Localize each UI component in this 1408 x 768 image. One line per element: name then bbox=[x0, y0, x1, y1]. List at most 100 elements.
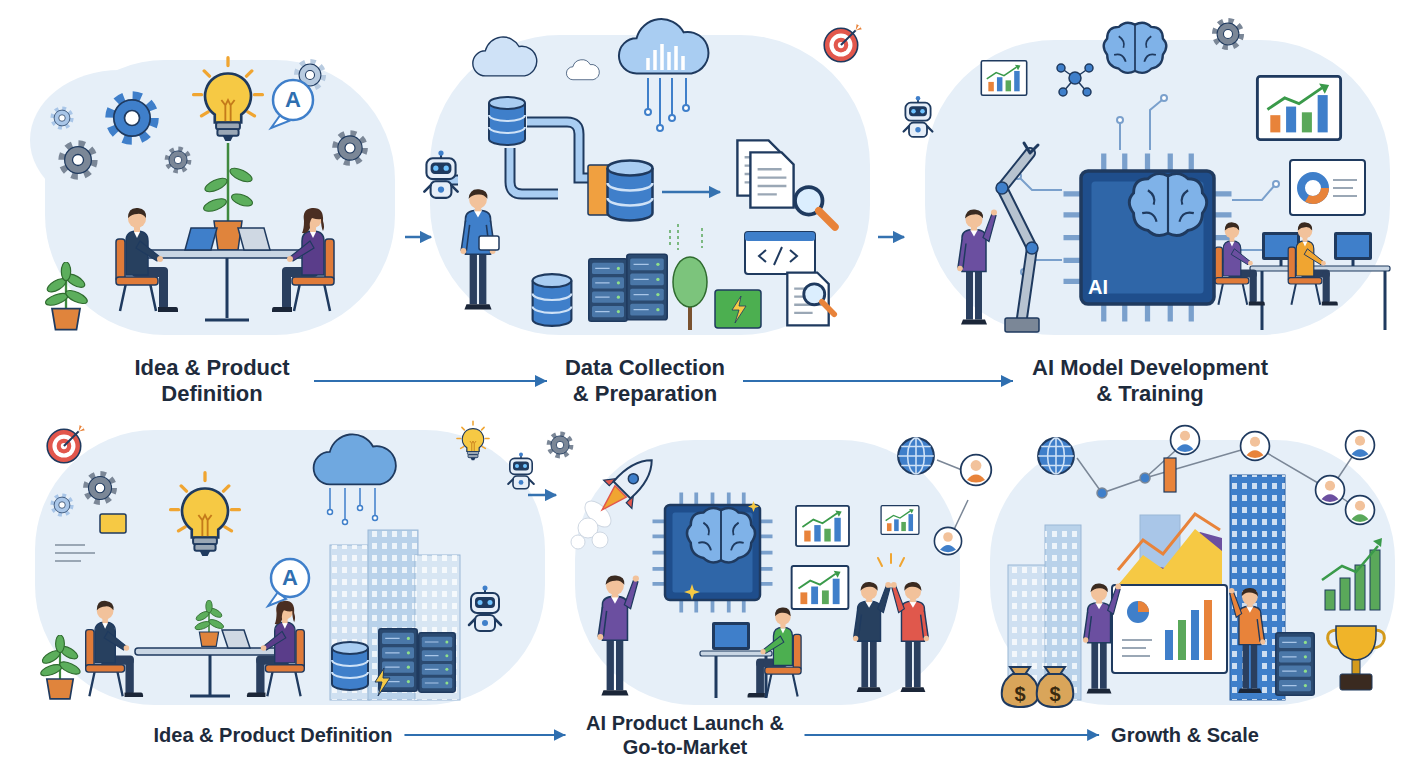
gear-icon bbox=[62, 144, 93, 175]
robot-icon bbox=[508, 452, 534, 488]
work-desk bbox=[1334, 232, 1372, 260]
chart-window bbox=[1257, 76, 1340, 139]
caption-text: AI Product Launch & Go-to-Market bbox=[578, 711, 793, 759]
seated-woman bbox=[272, 208, 334, 312]
code-window bbox=[745, 232, 815, 274]
database-icon bbox=[489, 97, 525, 145]
smoke bbox=[571, 535, 585, 549]
data-lines bbox=[683, 105, 689, 111]
caption-text: AI Model Development & Training bbox=[1025, 355, 1275, 408]
laptop bbox=[185, 228, 217, 250]
gear-icon bbox=[549, 434, 570, 455]
user-icon bbox=[1346, 496, 1375, 525]
model-scene bbox=[824, 21, 1390, 332]
step-caption: Data Collection & Preparation bbox=[547, 351, 743, 412]
cloud-icon bbox=[473, 37, 537, 76]
cloud-icon bbox=[314, 434, 396, 484]
laptop bbox=[185, 228, 270, 250]
gear-icon bbox=[86, 474, 113, 501]
growth-area-chart bbox=[1118, 529, 1222, 585]
smoke bbox=[571, 518, 608, 549]
idea-scene bbox=[39, 421, 570, 700]
currency-symbol: $ bbox=[1014, 684, 1025, 705]
panel-arrow bbox=[528, 494, 556, 497]
target-icon bbox=[47, 425, 85, 463]
chart-icon bbox=[796, 506, 849, 546]
lightning-bolt bbox=[375, 668, 390, 696]
presenting-person bbox=[1083, 583, 1121, 693]
bubble-letter: A bbox=[282, 565, 298, 590]
sprout bbox=[214, 221, 242, 250]
meeting-table bbox=[205, 258, 249, 320]
donut-window bbox=[1290, 160, 1365, 215]
step-caption: AI Model Development & Training bbox=[1013, 351, 1287, 412]
sprout bbox=[203, 175, 229, 194]
magnifier-icon bbox=[804, 284, 834, 314]
presentation-board bbox=[1112, 585, 1227, 673]
currency-symbol: $ bbox=[1014, 683, 1025, 705]
data-lines bbox=[669, 115, 675, 121]
tree bbox=[673, 257, 707, 307]
high-five-man bbox=[853, 582, 891, 692]
step-caption: Idea & Product Definition bbox=[110, 351, 314, 412]
code-window bbox=[759, 247, 797, 265]
step-caption: AI Product Launch & Go-to-Market bbox=[566, 707, 805, 763]
chart-icon bbox=[792, 566, 849, 609]
presentation-board bbox=[1127, 601, 1149, 623]
caption-text: Data Collection & Preparation bbox=[559, 355, 731, 408]
data-scene bbox=[424, 19, 835, 330]
magnifier-icon bbox=[795, 187, 835, 227]
robot-arm bbox=[996, 182, 1008, 194]
potted-plant bbox=[39, 635, 81, 699]
panel-arrow bbox=[878, 236, 904, 239]
target-icon bbox=[824, 24, 862, 62]
data-lines bbox=[358, 506, 363, 511]
city-buildings bbox=[415, 555, 460, 700]
robot-arm bbox=[1002, 153, 1032, 318]
background-blob bbox=[35, 430, 545, 705]
flow-connector bbox=[743, 380, 1013, 382]
bubble-letter: A bbox=[285, 87, 301, 112]
laptop bbox=[238, 228, 270, 250]
rocket bbox=[613, 452, 660, 499]
background-blob bbox=[430, 35, 870, 335]
ai-chip bbox=[1064, 154, 1232, 322]
seated-man bbox=[86, 601, 143, 697]
network-lines bbox=[1077, 442, 1360, 510]
gear-icon bbox=[336, 134, 365, 163]
network-icon bbox=[1085, 64, 1093, 72]
growth-bars bbox=[1373, 538, 1382, 547]
high-five-woman bbox=[891, 582, 929, 692]
tree bbox=[670, 224, 707, 330]
database-icon bbox=[332, 642, 368, 690]
work-desk bbox=[1337, 235, 1369, 257]
city-buildings bbox=[330, 545, 370, 700]
robot-icon bbox=[904, 96, 933, 137]
sprout bbox=[202, 165, 254, 213]
sprout bbox=[230, 192, 254, 209]
brain-icon bbox=[1104, 23, 1167, 73]
work-desk bbox=[715, 625, 747, 647]
seated-person bbox=[1215, 222, 1265, 305]
potted-plant bbox=[194, 600, 225, 646]
speech-bubble bbox=[268, 559, 309, 606]
bubble-letter: A bbox=[282, 567, 298, 589]
network-icon bbox=[1069, 72, 1081, 84]
network-icon bbox=[1057, 64, 1065, 72]
circuit-lines bbox=[1273, 181, 1279, 187]
circuit-lines bbox=[1161, 95, 1167, 101]
sparkle bbox=[684, 501, 759, 600]
audio-bars bbox=[648, 44, 683, 70]
user-icon bbox=[934, 527, 961, 554]
server-rack bbox=[589, 259, 627, 321]
donut-window bbox=[1290, 160, 1365, 215]
caption-text: Idea & Product Definition bbox=[122, 355, 302, 408]
presentation-board bbox=[1204, 600, 1212, 660]
user-icon bbox=[961, 455, 992, 486]
sparkle-lines bbox=[878, 554, 904, 566]
code-window bbox=[745, 232, 815, 274]
growth-bars bbox=[1340, 578, 1350, 610]
tablet bbox=[479, 236, 499, 250]
globe-icon bbox=[1038, 438, 1074, 474]
